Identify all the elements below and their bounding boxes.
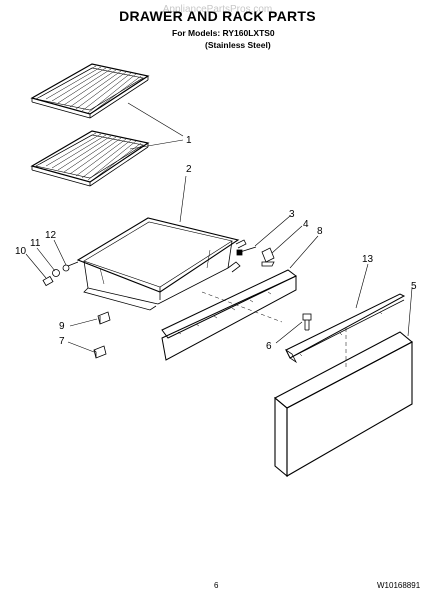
callout-1: 1 xyxy=(186,135,192,146)
drawer-front-trim xyxy=(284,293,406,364)
callout-6: 6 xyxy=(266,341,272,352)
callout-7: 7 xyxy=(59,336,65,347)
callout-5: 5 xyxy=(411,281,417,292)
fastener-set xyxy=(42,261,79,287)
oven-rack-lower xyxy=(30,130,150,187)
drawer-front-panel xyxy=(274,331,413,478)
callout-9: 9 xyxy=(59,321,65,332)
drawer-bracket xyxy=(236,246,275,267)
watermark: AppliancePartsPros.com xyxy=(162,4,273,15)
callout-2: 2 xyxy=(186,164,192,175)
callout-8: 8 xyxy=(317,226,323,237)
callout-12: 12 xyxy=(45,230,57,241)
page-number: 6 xyxy=(214,581,219,590)
screw xyxy=(302,313,312,331)
drawer-pan xyxy=(76,217,247,311)
oven-rack-upper xyxy=(30,63,150,119)
doc-number: W10168891 xyxy=(377,581,421,590)
page-title: DRAWER AND RACK PARTS xyxy=(119,8,316,24)
callout-13: 13 xyxy=(362,254,374,265)
drawer-front-liner xyxy=(161,269,297,361)
callout-4: 4 xyxy=(303,219,309,230)
drawer-clip-9 xyxy=(97,311,111,325)
callout-10: 10 xyxy=(15,246,27,257)
models-line: For Models: RY160LXTS0 xyxy=(172,28,275,38)
finish-line: (Stainless Steel) xyxy=(205,40,271,50)
callout-3: 3 xyxy=(289,209,295,220)
drawer-clip-7 xyxy=(93,345,107,359)
callout-11: 11 xyxy=(30,238,41,249)
